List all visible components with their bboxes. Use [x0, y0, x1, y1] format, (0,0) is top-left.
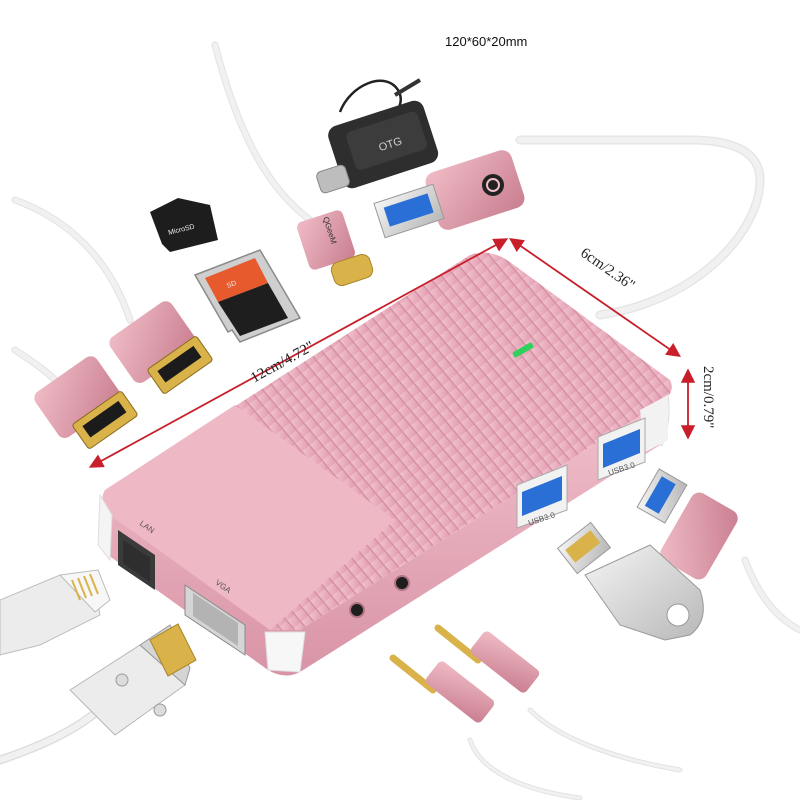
headphone-jack	[349, 602, 365, 618]
audio-plug-lower	[389, 654, 495, 723]
width-arrow	[509, 237, 681, 358]
power-icon	[482, 174, 504, 196]
ethernet-plug	[0, 569, 111, 656]
usb-a-host-plug	[373, 150, 525, 239]
usb-flash-drive	[556, 521, 704, 641]
length-arrow	[88, 238, 509, 468]
microsd-card: MicroSD	[150, 198, 218, 252]
usb-port-left: USB3.0	[516, 464, 568, 529]
mic-jack	[394, 575, 410, 591]
usb-c-plug: QGeeM	[297, 210, 374, 287]
sd-card: SD	[193, 249, 302, 343]
audio-plug-upper	[434, 624, 540, 693]
hdmi-plug-front	[34, 356, 138, 449]
audio-jacks	[349, 575, 410, 618]
size-label: 120*60*20mm	[445, 34, 527, 49]
usb-hub-body	[97, 252, 672, 676]
cables	[0, 41, 800, 800]
usb-a-plug-right	[636, 468, 738, 580]
hdmi-plug-back	[109, 301, 213, 394]
otg-adapter: OTG	[316, 78, 439, 194]
usb-port-right: USB3.0	[597, 417, 646, 481]
height-label: 2cm/0.79"	[700, 366, 716, 428]
vga-plug	[69, 623, 197, 736]
width-label: 6cm/2.36"	[577, 245, 637, 294]
